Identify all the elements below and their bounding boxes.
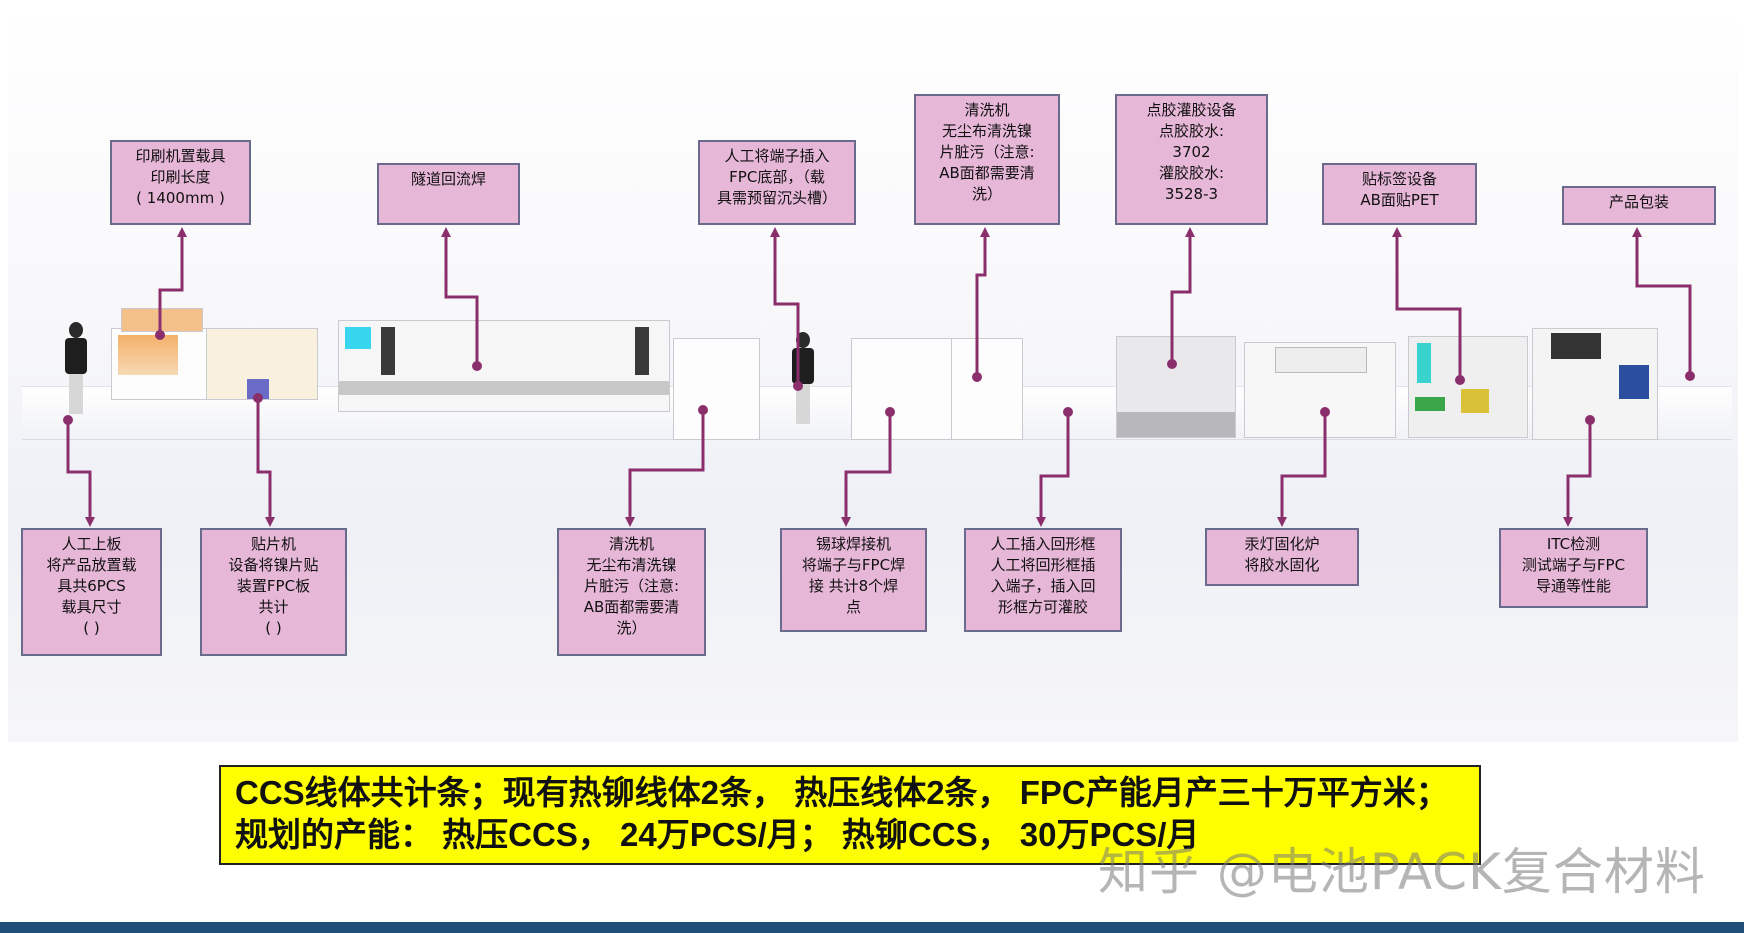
pick-place-machine (206, 328, 318, 400)
label-cleaning-bottom: 清洗机 无尘布清洗镍 片脏污（注意: AB面都需要清 洗） (557, 528, 706, 656)
label-reflow: 隧道回流焊 (377, 163, 520, 225)
label-itc: ITC检测 测试端子与FPC 导通等性能 (1499, 528, 1648, 608)
label-loading: 人工上板 将产品放置载 具共6PCS 载具尺寸 ( ) (21, 528, 162, 656)
glue-machine (1116, 336, 1236, 438)
label-manual-insert: 人工将端子插入 FPC底部，（载 具需预留沉头槽） (698, 140, 856, 225)
label-glue: 点胶灌胶设备 点胶胶水: 3702 灌胶胶水: 3528-3 (1115, 94, 1268, 225)
label-pick-place: 贴片机 设备将镍片贴 装置FPC板 共计 ( ) (200, 528, 347, 656)
label-packaging: 产品包装 (1562, 186, 1716, 225)
summary-line-1: CCS线体共计条；现有热铆线体2条， 热压线体2条， FPC产能月产三十万平方米… (235, 774, 1449, 811)
label-cleaning-top: 清洗机 无尘布清洗镍 片脏污（注意: AB面都需要清 洗） (914, 94, 1060, 225)
label-machine (1408, 336, 1528, 438)
label-frame: 人工插入回形框 人工将回形框插 入端子，插入回 形框方可灌胶 (964, 528, 1122, 632)
itc-machine (1532, 328, 1658, 440)
bottom-bar (0, 922, 1744, 933)
summary-box: CCS线体共计条；现有热铆线体2条， 热压线体2条， FPC产能月产三十万平方米… (219, 765, 1481, 865)
cleaning-machine-2 (951, 338, 1023, 440)
label-uv: 汞灯固化炉 将胶水固化 (1205, 528, 1359, 586)
printer-machine (111, 328, 208, 400)
reflow-oven (338, 320, 670, 412)
solder-machine (851, 338, 953, 440)
label-solder: 锡球焊接机 将端子与FPC焊 接 共计8个焊 点 (780, 528, 927, 632)
label-label-machine: 贴标签设备 AB面贴PET (1322, 163, 1477, 225)
printer-head (121, 308, 203, 332)
label-printer: 印刷机置载具 印刷长度 ( 1400mm ) (110, 140, 251, 225)
uv-oven (1244, 342, 1396, 438)
cleaning-machine-1 (673, 338, 760, 440)
watermark: 知乎 @电池PACK复合材料 (1098, 843, 1706, 901)
summary-line-2: 规划的产能： 热压CCS， 24万PCS/月； 热铆CCS， 30万PCS/月 (235, 816, 1200, 853)
